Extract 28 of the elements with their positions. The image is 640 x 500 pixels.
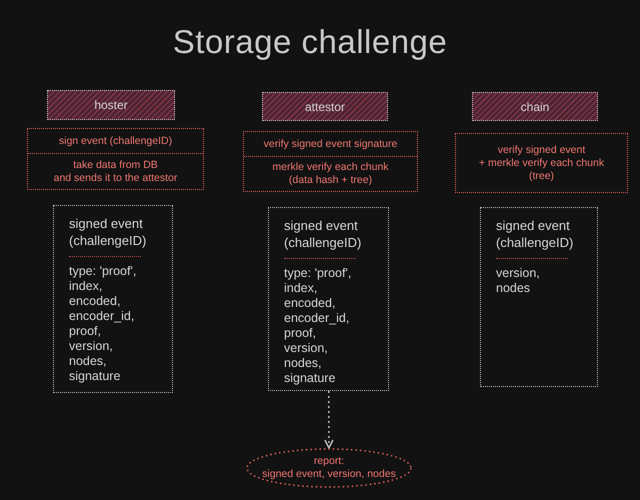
- event-box: [53, 205, 173, 393]
- hatched-header-box: [262, 92, 388, 121]
- step-text: sign event (challengeID): [58, 134, 172, 148]
- field-list: type: 'proof', index, encoded, encoder_id, proof, version, nodes, signature: [284, 266, 352, 386]
- step-box: [455, 133, 628, 193]
- report-ellipse: [246, 448, 412, 488]
- event-heading: signed event (challengeID): [69, 215, 146, 249]
- column-title: chain: [520, 100, 550, 114]
- hatched-header-box: [472, 92, 598, 121]
- report-heading: report:: [314, 455, 344, 468]
- report-text: signed event, version, nodes: [262, 468, 396, 481]
- field-list: type: 'proof', index, encoded, encoder_id, proof, version, nodes, signature: [69, 264, 136, 384]
- step-box: [243, 131, 418, 192]
- event-box: [268, 207, 389, 391]
- diagram-title: Storage challenge: [172, 24, 448, 60]
- hatched-header-box: [47, 90, 175, 120]
- step-text: verify signed event signature: [264, 138, 398, 150]
- arrow: [324, 391, 334, 449]
- step-text: merkle verify each chunk (data hash + tree): [272, 161, 389, 187]
- step-box: [27, 128, 204, 190]
- column-title: hoster: [94, 98, 128, 112]
- event-box: [480, 207, 598, 387]
- column-title: attestor: [304, 100, 346, 114]
- step-text: take data from DB and sends it to the attestor: [54, 158, 178, 184]
- step-text: verify signed event + merkle verify each chunk (tree): [478, 144, 604, 182]
- event-heading: signed event (challengeID): [496, 217, 574, 251]
- event-heading: signed event (challengeID): [284, 217, 362, 251]
- field-list: version, nodes: [496, 266, 540, 296]
